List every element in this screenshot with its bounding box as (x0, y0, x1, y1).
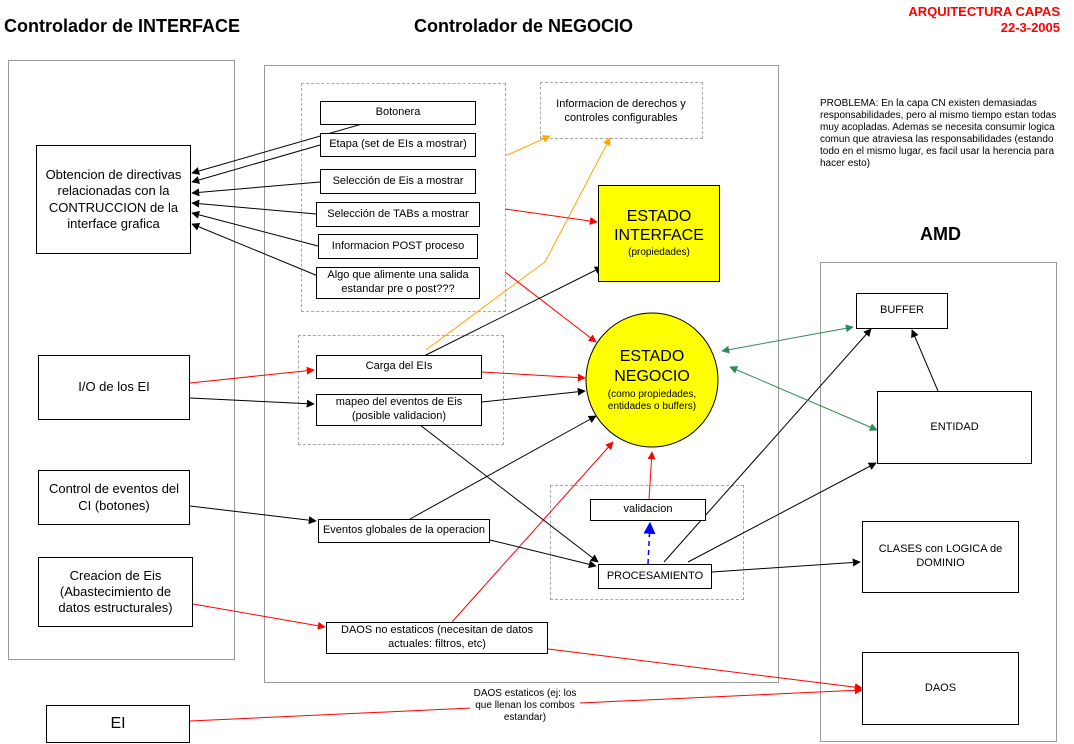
doc-title-corner: ARQUITECTURA CAPAS 22-3-2005 (908, 4, 1060, 35)
problem-note: PROBLEMA: En la capa CN existen demasiad… (820, 98, 1057, 169)
doc-date: 22-3-2005 (1000, 19, 1060, 35)
creacion-label: Creacion de Eis (Abastecimiento de datos… (58, 567, 173, 616)
control-box: Control de eventos del CI (botones) (38, 470, 190, 525)
creacion-box: Creacion de Eis (Abastecimiento de datos… (38, 557, 193, 627)
botonera-label: Botonera (375, 106, 421, 119)
buffer-box: BUFFER (856, 293, 948, 329)
seleccion-eis-box: Selección de Eis a mostrar (320, 169, 476, 194)
entidad-box: ENTIDAD (877, 391, 1032, 464)
estado-interface-box: ESTADO INTERFACE (propiedades) (598, 185, 720, 282)
buffer-label: BUFFER (880, 304, 924, 317)
estado-interface-title: ESTADO INTERFACE (614, 208, 704, 245)
daos-estaticos-label: DAOS estaticos (ej: los que llenan los c… (470, 688, 580, 724)
daos-no-box: DAOS no estaticos (necesitan de datos ac… (326, 622, 548, 654)
eventos-label: Eventos globales de la operacion (322, 524, 486, 537)
section-amd (820, 262, 1057, 742)
seleccion-eis-label: Selección de Eis a mostrar (332, 174, 464, 187)
edge-carga-estadointerface (423, 266, 603, 357)
info-post-label: Informacion POST proceso (331, 239, 465, 252)
header-amd: AMD (920, 224, 961, 244)
carga-label: Carga del EIs (365, 360, 433, 373)
clases-box: CLASES con LOGICA de DOMINIO (862, 521, 1019, 593)
estado-negocio-title: ESTADO NEGOCIO (614, 348, 690, 385)
edge-creacion-daosno (192, 603, 326, 630)
validacion-box: validacion (590, 499, 706, 521)
carga-box: Carga del EIs (316, 355, 482, 379)
edge-infopost-obtencion (191, 210, 319, 247)
ei-box: EI (46, 705, 190, 743)
info-post-box: Informacion POST proceso (318, 234, 478, 259)
edge-group-infoderechos (504, 135, 551, 157)
group-ui-directives (301, 83, 506, 312)
estado-negocio-text: ESTADO NEGOCIO (como propiedades, entida… (592, 340, 712, 420)
edge-io-carga (189, 366, 315, 384)
mapeo-label: mapeo del eventos de Eis (posible valida… (335, 396, 463, 422)
edge-validacion-estadonegocio (647, 451, 656, 500)
edge-mapeo-estadonegocio (481, 387, 586, 403)
ei-label: EI (110, 715, 126, 732)
edge-seltabs-obtencion (191, 199, 317, 215)
edge-procesamiento-validacion (643, 521, 656, 565)
control-label: Control de eventos del CI (botones) (48, 481, 180, 513)
estado-negocio-circle (585, 312, 719, 448)
edge-carga-estadonegocio (481, 371, 586, 382)
group-info-derechos (540, 82, 703, 139)
group-carga-mapeo (298, 335, 504, 445)
algo-box: Algo que alimente una salida estandar pr… (316, 267, 480, 299)
info-derechos-label: Informacion de derechos y controles conf… (556, 98, 686, 125)
doc-title: ARQUITECTURA CAPAS (908, 4, 1060, 19)
section-interface (8, 60, 235, 660)
seleccion-tabs-label: Selección de TABs a mostrar (327, 207, 469, 220)
edge-procesamiento-entidad (687, 462, 877, 563)
entidad-label: ENTIDAD (930, 420, 979, 433)
estado-negocio-sub: (como propiedades, entidades o buffers) (607, 388, 697, 412)
edge-group-estadointerface (504, 208, 598, 225)
etapa-box: Etapa (set de EIs a mostrar) (320, 133, 476, 157)
edge-eventos-procesamiento (489, 539, 597, 569)
edge-control-eventos (189, 505, 317, 525)
obtencion-label: Obtencion de directivas relacionadas con… (45, 167, 182, 231)
edge-seleis-obtencion (191, 181, 321, 197)
edge-botonera-obtencion (191, 123, 363, 175)
io-label: I/O de los EI (78, 379, 150, 395)
io-box: I/O de los EI (38, 355, 190, 420)
edge-eventos-estadonegocio (409, 415, 597, 520)
edge-algo-obtencion (191, 223, 319, 277)
obtencion-box: Obtencion de directivas relacionadas con… (36, 145, 191, 254)
edge-group-estadonegocio (504, 271, 597, 343)
edge-buffer-estadonegocio (721, 324, 854, 354)
procesamiento-box: PROCESAMIENTO (598, 564, 712, 589)
edge-daosno-estadonegocio (451, 441, 614, 623)
edge-etapa-obtencion (191, 144, 321, 184)
edge-mapeo-procesamiento (419, 424, 599, 563)
eventos-box: Eventos globales de la operacion (318, 519, 490, 543)
header-interface: Controlador de INTERFACE (4, 16, 241, 36)
edge-daosno-daos (547, 648, 863, 692)
edge-entidad-estadonegocio (729, 366, 878, 431)
edge-entidad-buffer (911, 329, 939, 392)
etapa-label: Etapa (set de EIs a mostrar) (329, 138, 467, 151)
estado-interface-sub: (propiedades) (628, 247, 690, 259)
clases-label: CLASES con LOGICA de DOMINIO (878, 543, 1003, 569)
header-negocio: Controlador de NEGOCIO (414, 16, 634, 36)
validacion-label: validacion (623, 503, 673, 516)
botonera-box: Botonera (320, 101, 476, 125)
group-procesamiento (550, 485, 744, 600)
daos-box: DAOS (862, 652, 1019, 725)
edge-carga-infoderechos (425, 137, 611, 351)
procesamiento-label: PROCESAMIENTO (606, 569, 704, 582)
seleccion-tabs-box: Selección de TABs a mostrar (316, 202, 480, 227)
daos-no-label: DAOS no estaticos (necesitan de datos ac… (341, 624, 533, 650)
mapeo-box: mapeo del eventos de Eis (posible valida… (316, 394, 482, 426)
daos-label: DAOS (924, 681, 957, 694)
edge-procesamiento-clases (711, 558, 861, 573)
edge-io-mapeo (189, 397, 315, 408)
algo-label: Algo que alimente una salida estandar pr… (327, 269, 469, 295)
